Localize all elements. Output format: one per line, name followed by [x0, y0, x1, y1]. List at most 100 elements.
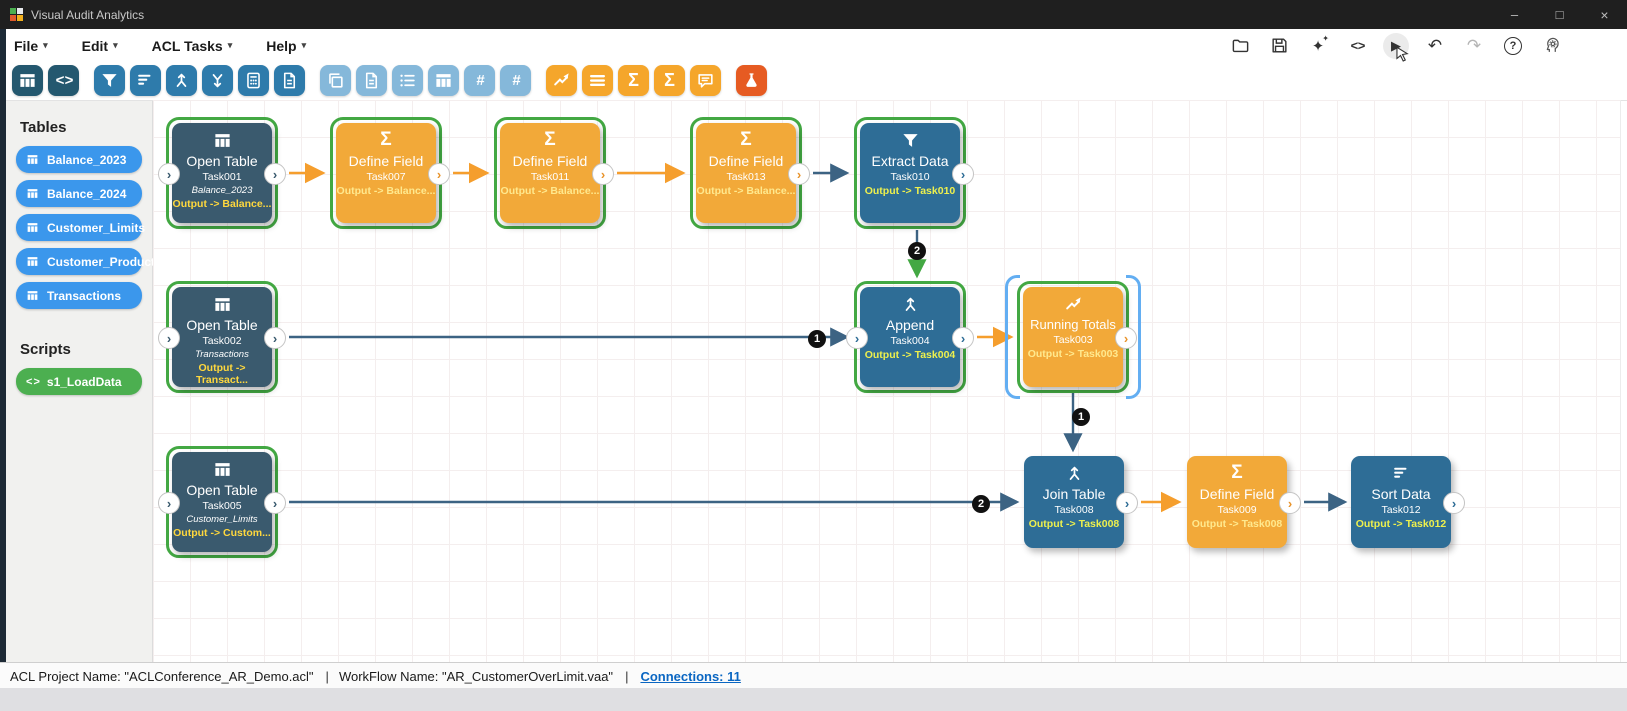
toolbar-filter-button[interactable]	[94, 65, 125, 96]
input-port[interactable]: ›	[158, 492, 180, 514]
toolbar-open-table-button[interactable]	[12, 65, 43, 96]
code-icon: < >	[55, 72, 74, 89]
input-port[interactable]: ›	[158, 163, 180, 185]
toolbar-document-button[interactable]	[274, 65, 305, 96]
toolbar-append-button[interactable]	[166, 65, 197, 96]
connections-link[interactable]: Connections: 11	[640, 668, 741, 684]
calculator-icon	[244, 71, 263, 90]
caret-down-icon: ▾	[113, 40, 118, 50]
sidebar-table-customer-limits[interactable]: Customer_Limits	[16, 214, 146, 241]
hash-icon: #	[476, 72, 484, 89]
menu-acl-tasks[interactable]: ACL Tasks▾	[152, 38, 233, 54]
node-frame: Extract Data Task010 Output -> Task010 ›	[854, 117, 974, 229]
node-define-field-task009[interactable]: Σ Define Field Task009 Output -> Task008…	[1187, 456, 1301, 548]
node-sort-data-task012[interactable]: Sort Data Task012 Output -> Task012 ›	[1351, 456, 1465, 548]
output-port[interactable]: ›	[592, 163, 614, 185]
maximize-button[interactable]: □	[1555, 7, 1564, 22]
open-folder-button[interactable]	[1227, 33, 1253, 59]
redo-button[interactable]: ↷	[1461, 33, 1487, 59]
ai-sparkles-button[interactable]: ✦✦	[1305, 33, 1331, 59]
toolbar-count-button[interactable]: #	[464, 65, 495, 96]
output-port[interactable]: ›	[1443, 492, 1465, 514]
node-define-field-task011[interactable]: Σ Define Field Task011 Output -> Balance…	[500, 123, 614, 223]
node-output: Output -> Task010	[864, 185, 956, 197]
toolbar-number-button[interactable]: #	[500, 65, 531, 96]
input-port[interactable]: ›	[158, 327, 180, 349]
toolbar-table-view-button[interactable]	[428, 65, 459, 96]
trend-icon	[552, 71, 571, 90]
node-task-id: Task009	[1217, 504, 1257, 516]
sort-icon	[136, 71, 155, 90]
code-view-button[interactable]: < >	[1344, 33, 1370, 59]
workflow-canvas[interactable]: 2 1 1 2 › Open Table Task001 Balance_202…	[153, 100, 1621, 662]
app-logo-icon	[10, 8, 23, 21]
table-icon	[26, 221, 39, 234]
workflow-name: WorkFlow Name: "AR_CustomerOverLimit.vaa…	[338, 668, 614, 684]
menu-edit[interactable]: Edit▾	[82, 38, 118, 54]
sidebar-script-s1-loaddata[interactable]: < >s1_LoadData	[16, 368, 142, 395]
node-define-field-task007[interactable]: Σ Define Field Task007 Output -> Balance…	[336, 123, 450, 223]
table-label: Customer_Limits	[47, 220, 146, 235]
help-button[interactable]: ?	[1500, 33, 1526, 59]
output-port[interactable]: ›	[264, 492, 286, 514]
caret-down-icon: ▾	[301, 40, 307, 50]
toolbar-comment-button[interactable]	[690, 65, 721, 96]
sidebar-table-customer-products[interactable]: Customer_Products	[16, 248, 162, 275]
table-label: Transactions	[47, 288, 122, 303]
sigma-icon: Σ	[1231, 462, 1243, 483]
toolbar-test-button[interactable]	[736, 65, 767, 96]
output-port[interactable]: ›	[952, 327, 974, 349]
insights-button[interactable]	[1539, 33, 1565, 59]
toolbar-copy-button[interactable]	[320, 65, 351, 96]
sidebar-table-balance-2024[interactable]: Balance_2024	[16, 180, 142, 207]
toolbar-summarize-button[interactable]	[582, 65, 613, 96]
minimize-button[interactable]: –	[1510, 7, 1519, 22]
node-open-table-task005[interactable]: › Open Table Task005 Customer_Limits Out…	[158, 452, 286, 552]
node-task-id: Task004	[890, 335, 930, 347]
connection-badge: 1	[1072, 408, 1090, 426]
node-append-task004[interactable]: › Append Task004 Output -> Task004 ›	[846, 287, 974, 387]
menu-file[interactable]: File▾	[14, 38, 48, 54]
node-extract-data-task010[interactable]: Extract Data Task010 Output -> Task010 ›	[860, 123, 974, 223]
hash-icon: #	[512, 72, 520, 89]
node-task-id: Task012	[1381, 504, 1421, 516]
run-workflow-button[interactable]: ▶	[1383, 32, 1409, 62]
toolbar-split-button[interactable]	[202, 65, 233, 96]
node-join-table-task008[interactable]: Join Table Task008 Output -> Task008 ›	[1024, 456, 1138, 548]
toolbar-statistics-button[interactable]: Σ	[654, 65, 685, 96]
toolbar-sort-button[interactable]	[130, 65, 161, 96]
node-title: Define Field	[1199, 486, 1275, 502]
toolbar-total-button[interactable]: Σ	[618, 65, 649, 96]
node-open-table-task001[interactable]: › Open Table Task001 Balance_2023 Output…	[158, 123, 286, 223]
node-open-table-task002[interactable]: › Open Table Task002 Transactions Output…	[158, 287, 286, 387]
toolbar-running-totals-button[interactable]	[546, 65, 577, 96]
output-port[interactable]: ›	[1116, 492, 1138, 514]
task-toolbar: < > # # Σ Σ	[0, 62, 1627, 101]
sidebar-table-transactions[interactable]: Transactions	[16, 282, 142, 309]
output-port[interactable]: ›	[264, 163, 286, 185]
output-port[interactable]: ›	[1279, 492, 1301, 514]
node-output: Output -> Task008	[1191, 518, 1283, 530]
input-port[interactable]: ›	[846, 327, 868, 349]
connection-badge: 2	[908, 242, 926, 260]
output-port[interactable]: ›	[428, 163, 450, 185]
output-port[interactable]: ›	[788, 163, 810, 185]
node-running-totals-task003[interactable]: Running Totals Task003 Output -> Task003…	[1023, 287, 1137, 387]
table-icon	[172, 459, 272, 479]
output-port[interactable]: ›	[264, 327, 286, 349]
node-title: Open Table	[186, 153, 258, 169]
close-button[interactable]: ×	[1600, 6, 1609, 23]
toolbar-list-button[interactable]	[392, 65, 423, 96]
node-define-field-task013[interactable]: Σ Define Field Task013 Output -> Balance…	[696, 123, 810, 223]
toolbar-calculator-button[interactable]	[238, 65, 269, 96]
script-label: s1_LoadData	[46, 374, 122, 389]
toolbar-script-button[interactable]: < >	[48, 65, 79, 96]
output-port[interactable]: ›	[952, 163, 974, 185]
save-button[interactable]	[1266, 33, 1292, 59]
toolbar-report-button[interactable]	[356, 65, 387, 96]
output-port[interactable]: ›	[1115, 327, 1137, 349]
undo-button[interactable]: ↶	[1422, 33, 1448, 59]
sidebar-table-balance-2023[interactable]: Balance_2023	[16, 146, 142, 173]
menu-help[interactable]: Help▾	[266, 38, 306, 54]
divider: |	[325, 668, 329, 684]
